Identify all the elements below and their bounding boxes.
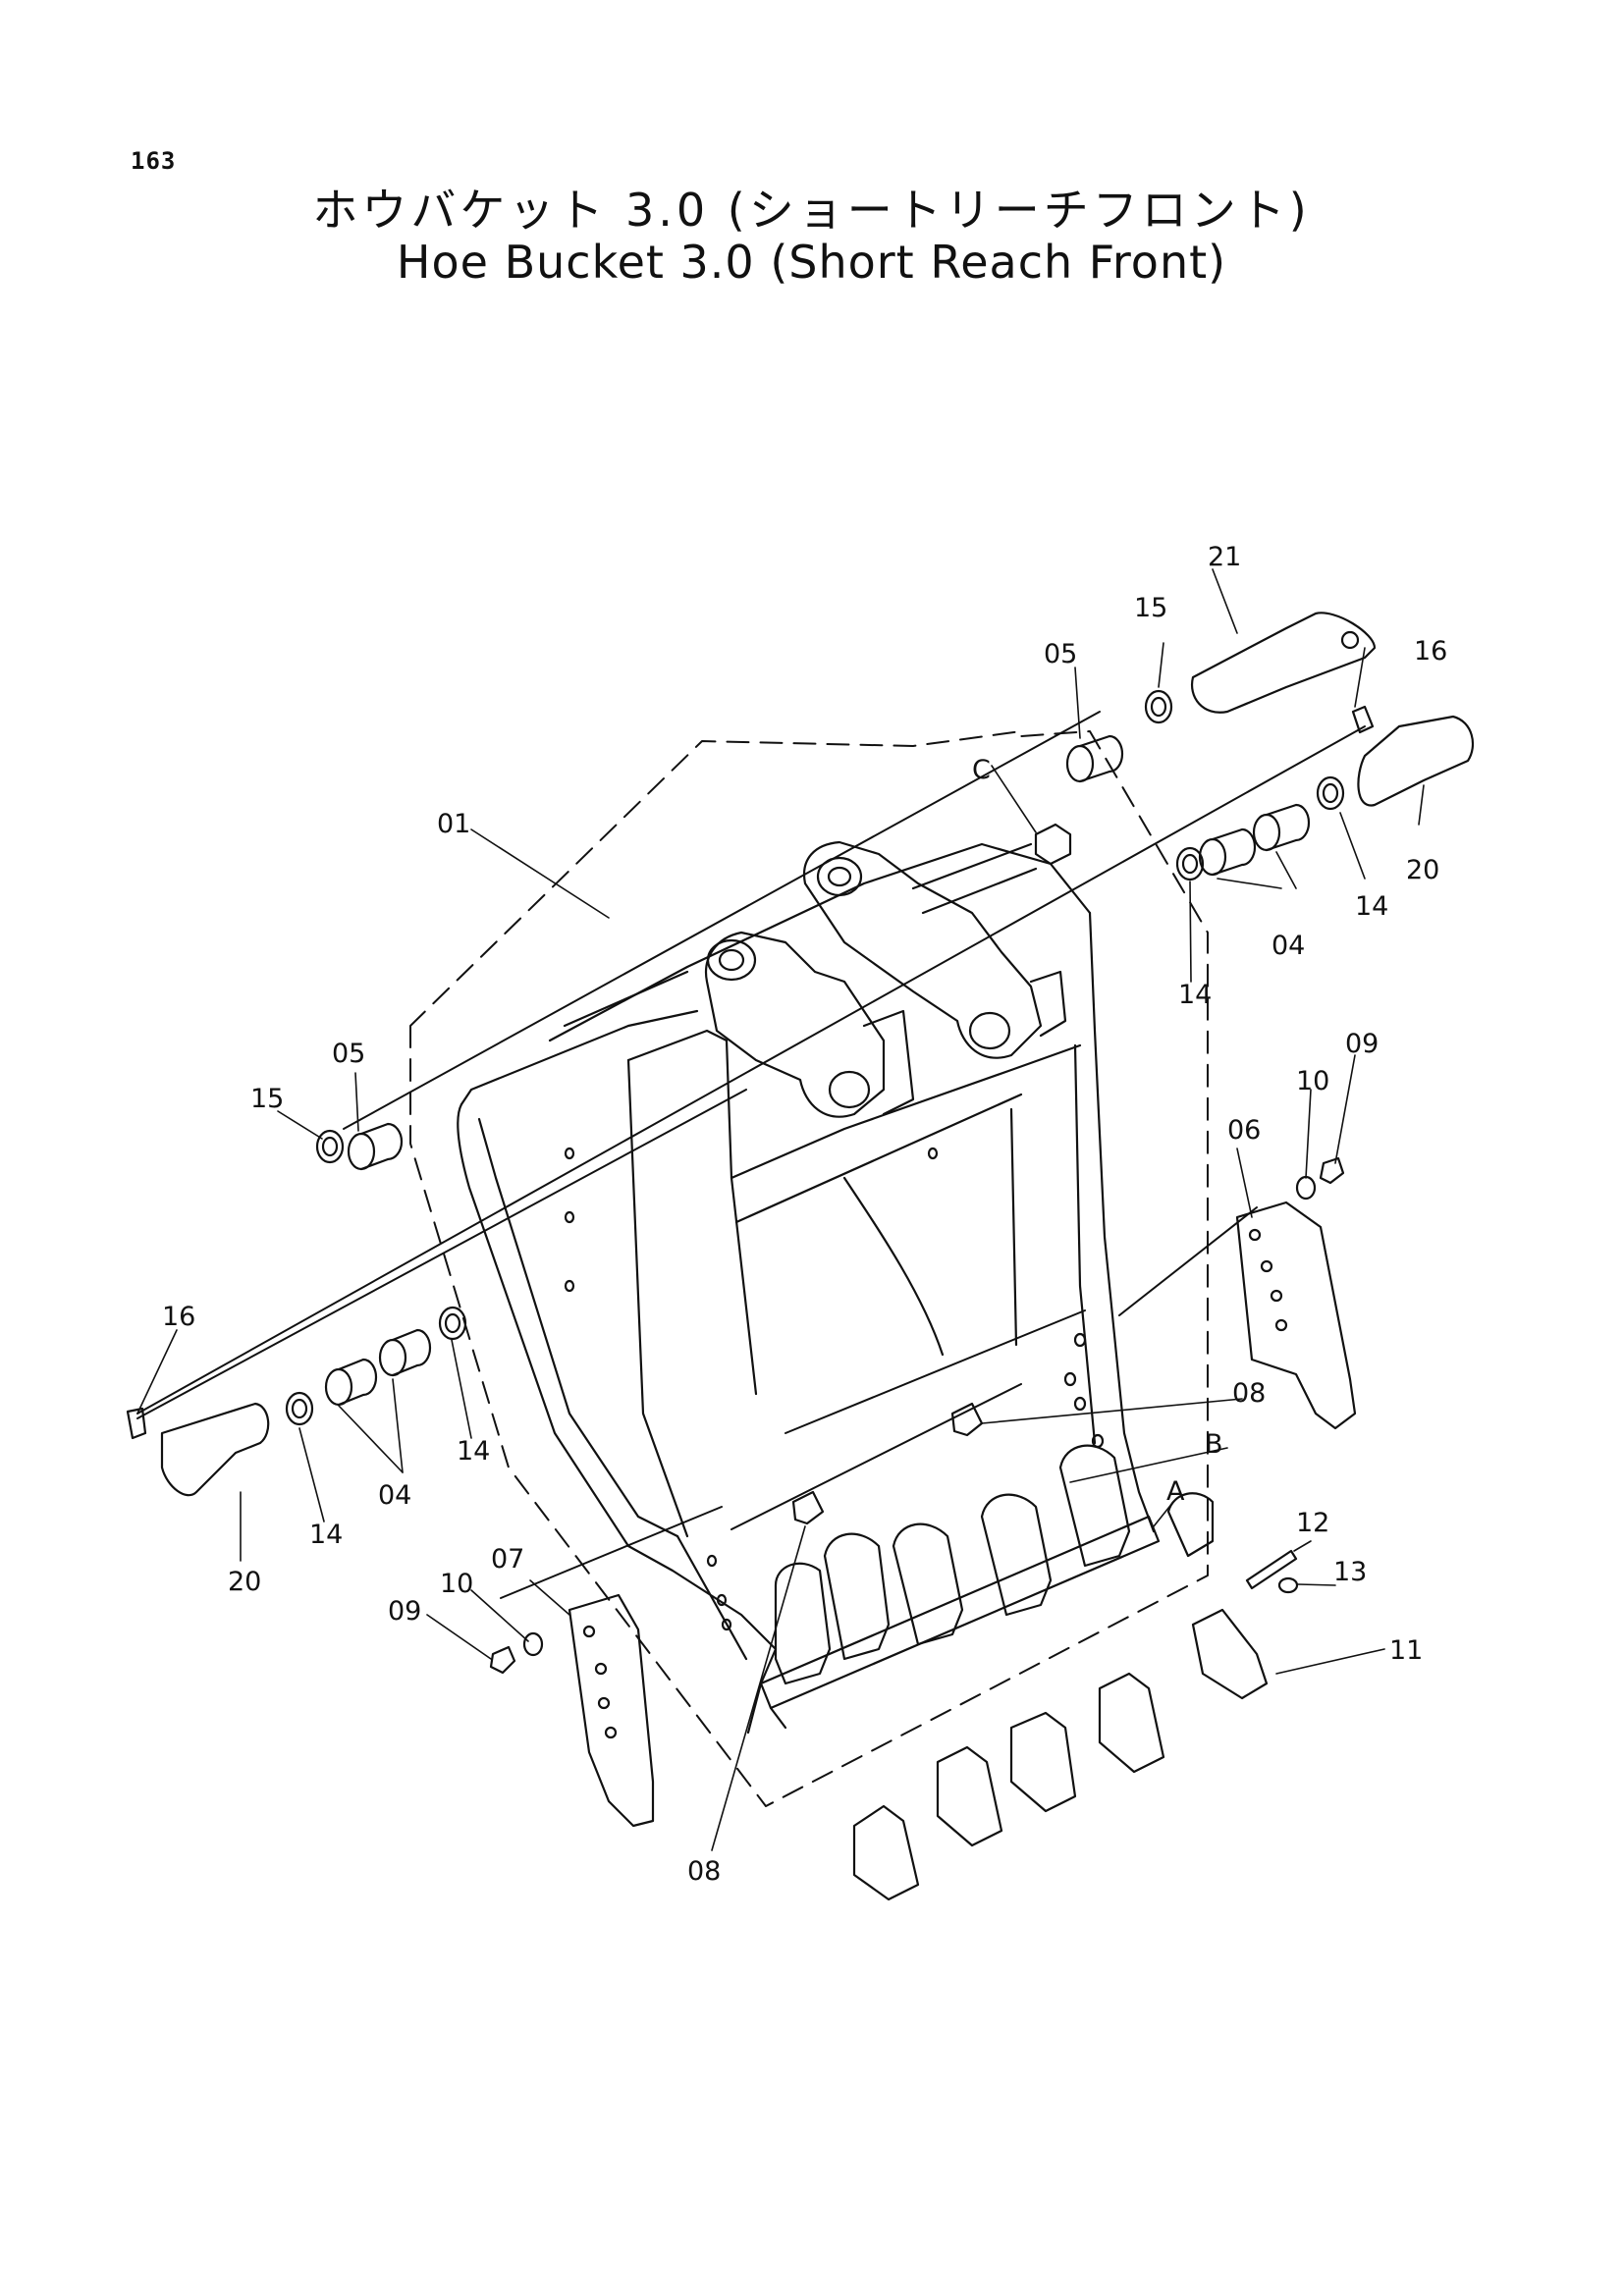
callout-14-right-outer: 14 [1355,891,1388,922]
side-cutter-left [568,1593,655,1828]
callout-10-left: 10 [440,1569,473,1599]
washer-10-right [1295,1175,1317,1201]
callout-15-top: 15 [1134,593,1167,623]
bucket-teeth [852,1608,1269,1901]
callout-09-left: 09 [388,1596,421,1627]
pin-21 [1190,612,1377,714]
bucket-body [457,842,1161,1735]
callout-15-left: 15 [250,1084,284,1114]
callout-16-right: 16 [1414,636,1447,667]
page-title-english: Hoe Bucket 3.0 (Short Reach Front) [396,236,1227,289]
callout-20-right: 20 [1406,855,1439,885]
side-cutter-right [1235,1201,1357,1430]
callout-labels: 01 C 05 15 21 16 20 14 04 14 09 10 06 05… [162,542,1447,1887]
nut-09-right [1319,1156,1345,1185]
callout-06: 06 [1227,1115,1261,1146]
leader-lines [136,568,1425,1851]
callout-04-left: 04 [378,1480,411,1511]
callout-09-right: 09 [1345,1029,1379,1059]
bolt-08-left [791,1490,825,1525]
callout-14-right-inner: 14 [1178,980,1212,1010]
callout-14-left-inner: 14 [457,1436,490,1467]
assembly-boundary [409,730,1209,1807]
page-title-japanese: ホウバケット 3.0 (ショートリーチフロント) [312,184,1311,237]
callout-05-top: 05 [1044,639,1077,669]
nut-09-left [489,1645,516,1675]
rubber-lock-13 [1277,1576,1299,1594]
callout-12: 12 [1296,1508,1329,1538]
side-plate-holes [564,1147,1105,1631]
callout-05-left: 05 [332,1039,365,1069]
pin-c [1034,823,1072,866]
callout-11: 11 [1389,1635,1423,1666]
callout-21: 21 [1208,542,1241,572]
callout-c: C [972,755,991,785]
page-number: 163 [131,147,177,175]
left-pin-stack [126,1122,467,1497]
callout-01: 01 [437,809,470,839]
pin-20-right [1357,715,1475,807]
callout-20-left: 20 [228,1567,261,1597]
callout-07: 07 [491,1544,524,1575]
bolt-08-right [950,1402,984,1437]
callout-08-left: 08 [687,1856,721,1887]
callout-13: 13 [1333,1557,1367,1587]
callout-a: A [1166,1476,1185,1507]
tooth-adapters [774,1444,1215,1685]
washer-10-left [522,1631,544,1657]
callout-14-left-outer: 14 [309,1520,343,1550]
side-cutters [568,1201,1357,1828]
pin-20-left [160,1402,270,1497]
lock-pin-12 [1245,1549,1298,1590]
small-hardware [489,823,1345,1675]
callout-b: B [1205,1429,1223,1460]
right-pin-stack [1065,612,1475,881]
callout-04-right: 04 [1271,931,1305,961]
callout-08-right: 08 [1232,1378,1266,1409]
callout-10-right: 10 [1296,1066,1329,1096]
pin-axis-lines [136,711,1366,1599]
callout-16-left: 16 [162,1302,195,1332]
bucket-brackets [704,840,1067,1118]
